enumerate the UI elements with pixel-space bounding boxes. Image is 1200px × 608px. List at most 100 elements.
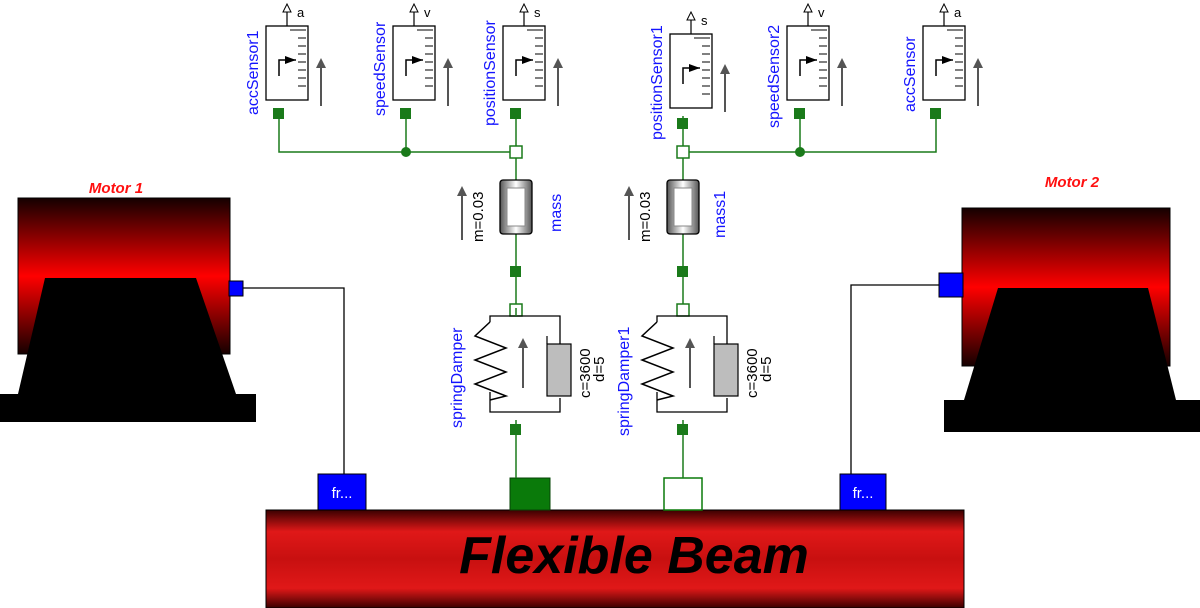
mass-right-top-port[interactable] (676, 145, 690, 159)
beam-port-right-label: fr... (853, 485, 874, 502)
sensor-flange-port[interactable] (930, 108, 941, 119)
spring-damper-bottom-port[interactable] (510, 424, 521, 435)
beam-port-right[interactable]: fr... (839, 473, 887, 511)
mass-param: m=0.03 (637, 192, 654, 242)
sensor-direction-arrowhead (720, 64, 730, 74)
sensor-flange-port[interactable] (794, 108, 805, 119)
sensor-scale (694, 37, 710, 95)
sensor-output-arrow-icon (803, 2, 813, 13)
sensor-name: accSensor (902, 36, 919, 112)
motor-2-flange-port[interactable] (938, 272, 964, 298)
sensor-scale (811, 29, 827, 87)
mass-left-top-port[interactable] (509, 145, 523, 159)
sensor-position-sensor-1[interactable]: s positionSensor1 (649, 10, 730, 140)
beam-body (265, 509, 965, 608)
sensor-flange-port[interactable] (273, 108, 284, 119)
sensor-acc-sensor-1[interactable]: a accSensor1 (245, 2, 326, 119)
sensor-unit: s (534, 5, 541, 20)
sensor-needle-head (285, 56, 296, 64)
mass-name: mass1 (712, 191, 729, 238)
spring-damper-left[interactable]: springDamper c=3600 d=5 (449, 308, 608, 435)
sensor-needle-head (522, 56, 533, 64)
junction-dot-left (401, 147, 411, 157)
mass-right[interactable]: mass1 m=0.03 (624, 179, 729, 277)
sensor-scale (417, 29, 433, 87)
sensor-flange-port[interactable] (510, 108, 521, 119)
beam-port-right-box (839, 473, 887, 511)
damper-cylinder (713, 343, 739, 397)
beam-title: Flexible Beam (459, 527, 809, 585)
sensor-position-sensor[interactable]: s positionSensor (482, 2, 563, 126)
sensor-unit: a (297, 5, 305, 20)
sensor-direction-arrowhead (443, 58, 453, 68)
motor-1[interactable]: Motor 1 (0, 180, 256, 422)
sensor-needle-head (412, 56, 423, 64)
sensor-scale (947, 29, 963, 87)
spring-damper-c: c=3600 (744, 348, 761, 398)
spring-damper-right-top-port[interactable] (676, 303, 690, 317)
motor-1-connection[interactable] (243, 287, 345, 476)
sensor-flange-port[interactable] (400, 108, 411, 119)
sensor-name: speedSensor (372, 21, 389, 116)
sensor-direction-arrowhead (973, 58, 983, 68)
sensor-speed-sensor[interactable]: v speedSensor (372, 2, 453, 119)
motor-1-base (0, 278, 256, 422)
sensor-direction-arrowhead (316, 58, 326, 68)
spring-damper-right[interactable]: springDamper1 c=3600 d=5 (616, 315, 775, 436)
sensor-output-arrow-icon (519, 2, 529, 13)
sensor-flange-port[interactable] (677, 118, 688, 129)
motor-2-connection[interactable] (850, 284, 939, 474)
motor-1-title: Motor 1 (89, 180, 143, 197)
beam-port-left-label: fr... (332, 485, 353, 502)
beam-frame-left[interactable] (509, 477, 551, 511)
sensor-acc-sensor[interactable]: a accSensor (902, 2, 983, 119)
spring-damper-d: d=5 (758, 357, 775, 382)
spring-direction-arrowhead (685, 338, 695, 348)
sensor-unit: a (954, 5, 962, 20)
spring-damper-frame-top (656, 315, 728, 344)
sensor-unit: s (701, 13, 708, 28)
sensor-direction-arrowhead (837, 58, 847, 68)
spring-zigzag (639, 321, 676, 401)
motor-1-flange-port[interactable] (228, 280, 244, 297)
sensor-unit: v (818, 5, 825, 20)
spring-direction-arrowhead (518, 338, 528, 348)
sensor-scale (290, 29, 306, 87)
mass-inner (673, 187, 693, 227)
sensor-output-arrow-icon (409, 2, 419, 13)
mass-left[interactable]: mass m=0.03 (457, 179, 565, 277)
mechanical-connections (278, 116, 937, 478)
flexible-beam[interactable]: Flexible Beam fr... fr... (265, 473, 965, 608)
beam-port-left-box (317, 473, 367, 511)
sensor-needle-head (689, 64, 700, 72)
spring-damper-frame-bottom (656, 392, 728, 413)
spring-zigzag (472, 321, 509, 401)
spring-damper-frame-bottom (489, 392, 561, 413)
beam-frame-right[interactable] (663, 477, 703, 511)
spring-damper-d: d=5 (591, 357, 608, 382)
sensor-needle-head (942, 56, 953, 64)
sensor-speed-sensor-2[interactable]: v speedSensor2 (766, 2, 847, 128)
spring-damper-bottom-port[interactable] (677, 424, 688, 435)
sensor-output-arrow-icon (282, 2, 292, 13)
beam-port-left[interactable]: fr... (317, 473, 367, 511)
motor-2-title: Motor 2 (1045, 174, 1100, 191)
mass-inner (506, 187, 526, 227)
sensor-needle-head (806, 56, 817, 64)
junction-dot-right (795, 147, 805, 157)
spring-damper-name: springDamper (449, 327, 466, 428)
sensor-name: accSensor1 (245, 30, 262, 115)
sensor-output-arrow-icon (939, 2, 949, 13)
motor-2-base (944, 288, 1200, 432)
motor-2[interactable]: Motor 2 (938, 174, 1200, 432)
mass-bottom-port[interactable] (510, 266, 521, 277)
sensor-output-arrow-icon (686, 10, 696, 21)
sensor-scale (527, 29, 543, 87)
sensor-name: speedSensor2 (766, 25, 783, 128)
mass-param: m=0.03 (470, 192, 487, 242)
mass-direction-arrowhead (624, 186, 634, 196)
mass-direction-arrowhead (457, 186, 467, 196)
spring-damper-c: c=3600 (577, 348, 594, 398)
mass-bottom-port[interactable] (677, 266, 688, 277)
